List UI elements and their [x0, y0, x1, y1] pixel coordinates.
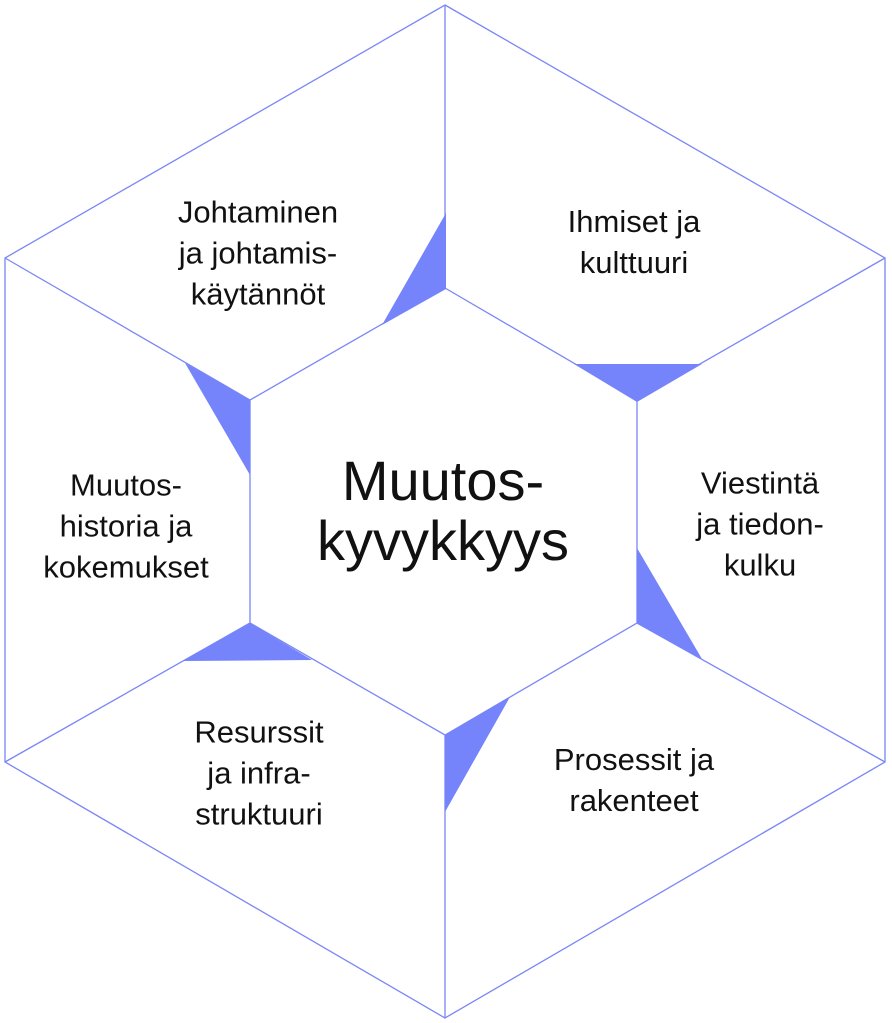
segment-line: Muutos- — [70, 467, 182, 503]
segment-line: rakenteet — [569, 783, 699, 818]
accent-triangle-top — [382, 213, 446, 325]
center-line: Muutos- — [341, 449, 545, 512]
segment-johtaminen: Johtaminen ja johtamis- käytännöt — [178, 192, 338, 315]
accent-triangle-upper-right — [574, 364, 702, 402]
segment-line: ja tiedon- — [696, 506, 824, 542]
center-label: Muutos- kyvykkyys — [317, 451, 569, 571]
segment-resurssit: Resurssit ja infra- struktuuri — [194, 712, 323, 835]
divider-upper-left — [4, 257, 251, 401]
segment-ihmiset: Ihmiset ja kulttuuri — [568, 201, 701, 283]
segment-line: Resurssit — [194, 714, 324, 750]
accent-triangle-bottom — [445, 697, 510, 812]
segment-line: Prosessit ja — [553, 742, 715, 777]
segment-line: Ihmiset ja — [567, 204, 701, 239]
segment-viestinta: Viestintä ja tiedon- kulku — [696, 463, 824, 586]
center-line: kyvykkyys — [317, 509, 569, 572]
accent-triangle-upper-left — [185, 363, 250, 475]
segment-line: kulttuuri — [579, 245, 689, 280]
segment-line: Viestintä — [700, 465, 820, 501]
segment-line: ja johtamis- — [178, 235, 338, 271]
segment-line: historia ja — [59, 508, 193, 544]
accent-triangle-right — [637, 548, 702, 659]
segment-line: käytännöt — [190, 276, 326, 312]
segment-line: struktuuri — [195, 796, 323, 832]
segment-line: kokemukset — [43, 549, 209, 585]
segment-muutoshistoria: Muutos- historia ja kokemukset — [43, 465, 208, 588]
accent-triangle-lower-left — [183, 623, 312, 661]
segment-prosessit: Prosessit ja rakenteet — [554, 739, 714, 821]
segment-line: Johtaminen — [177, 194, 339, 230]
segment-line: ja infra- — [207, 755, 311, 791]
divider-lower-right — [636, 622, 886, 763]
segment-line: kulku — [723, 547, 797, 583]
